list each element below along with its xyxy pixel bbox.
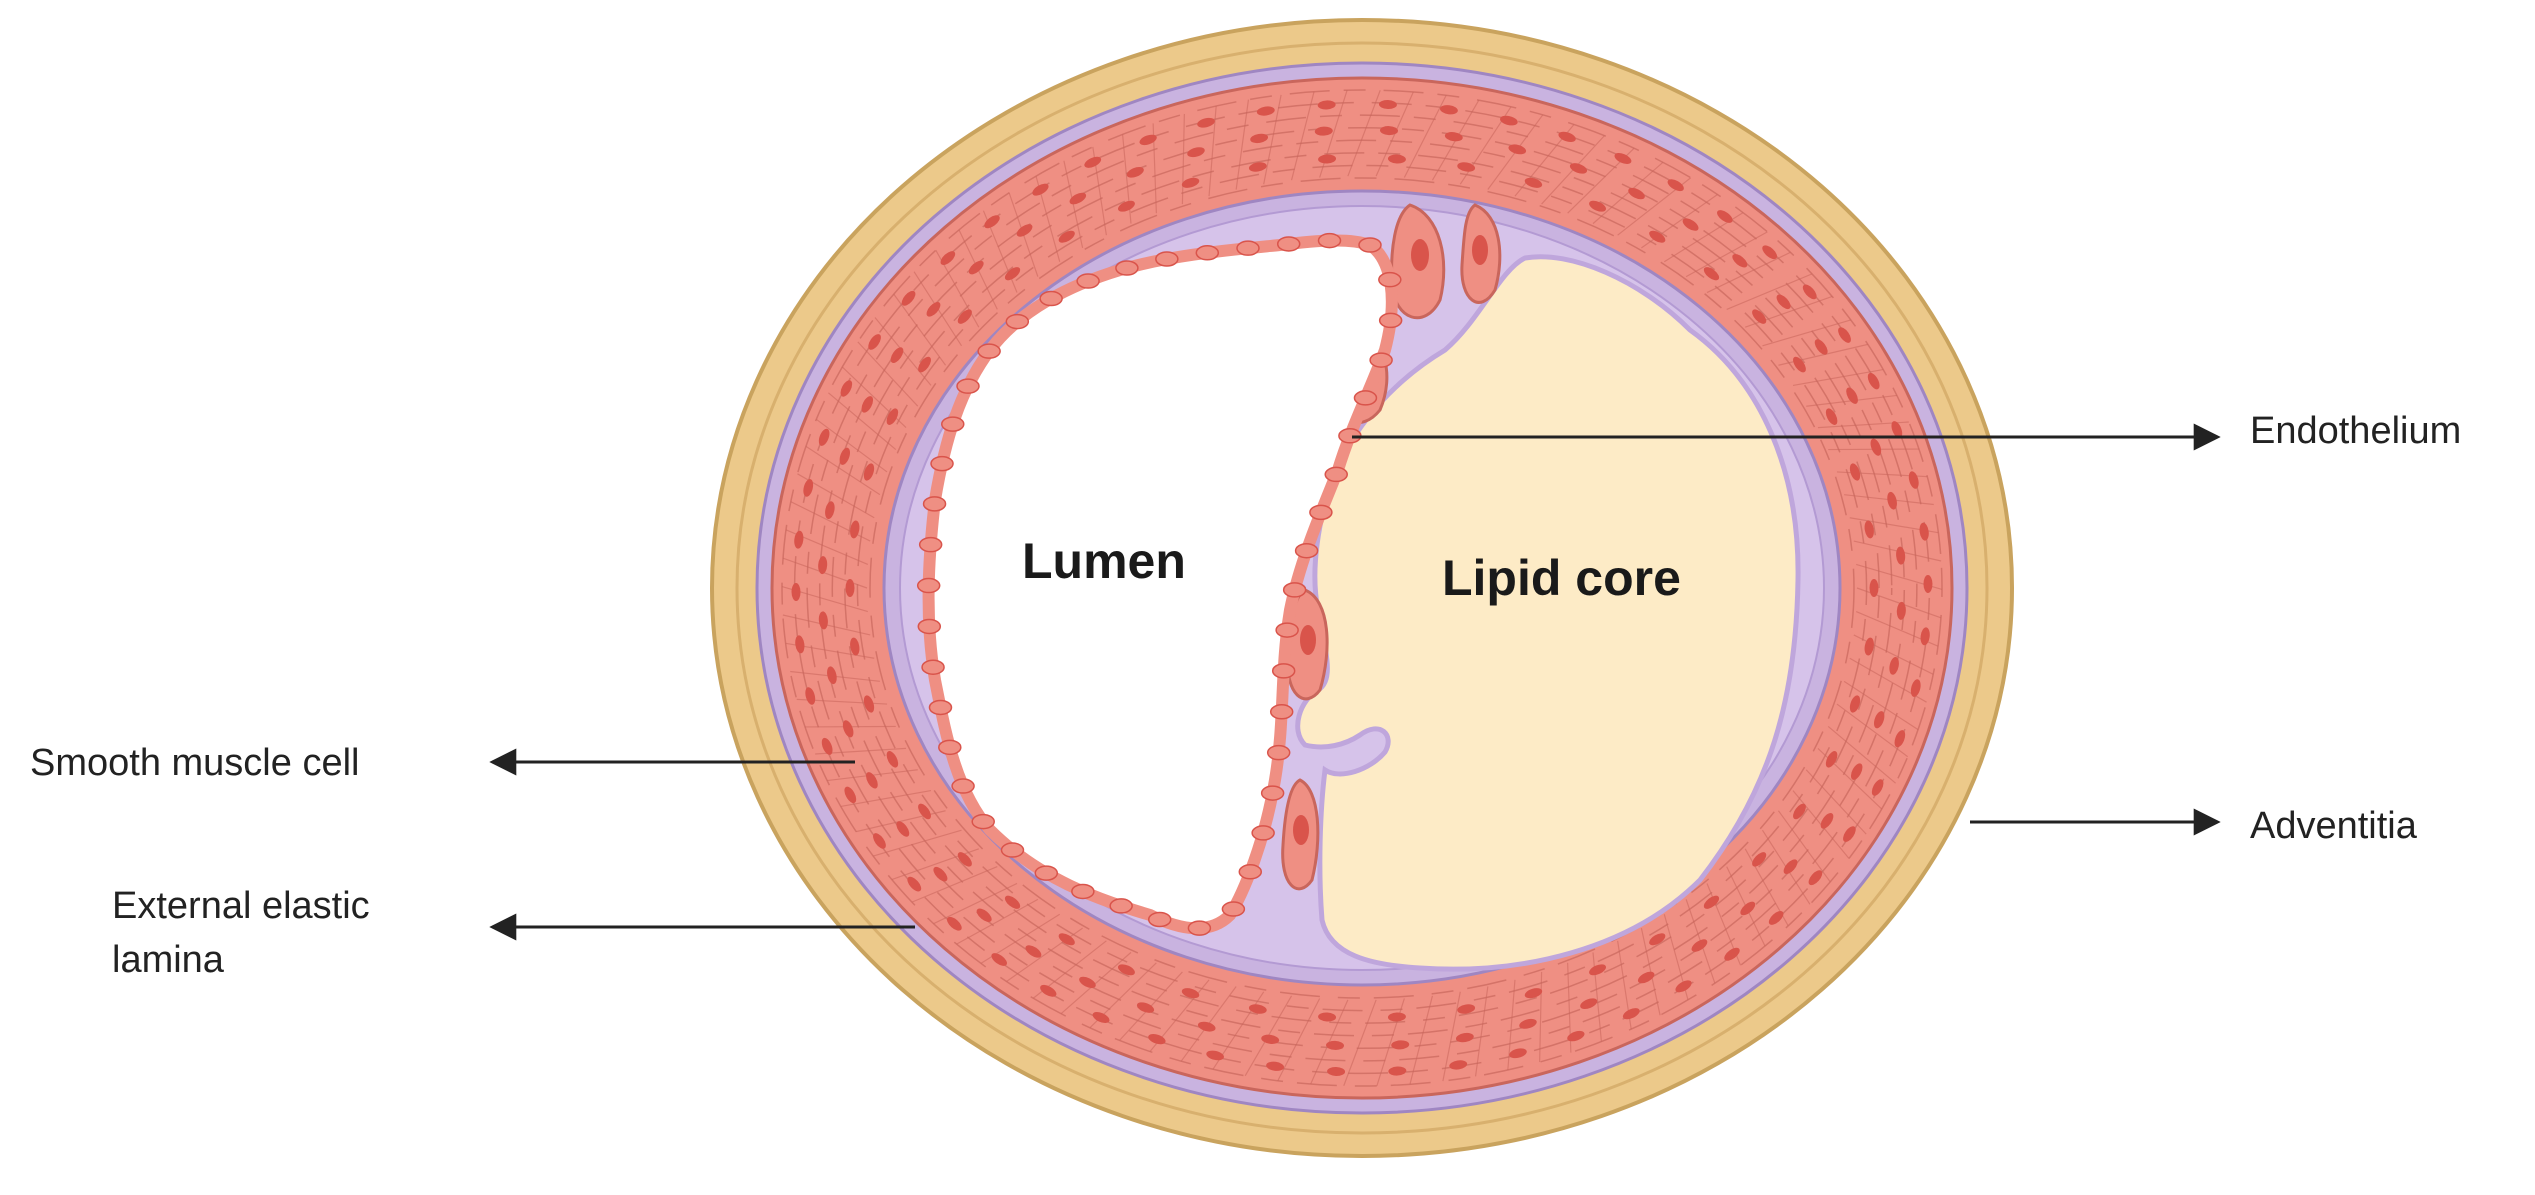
endothelial-cell (1310, 505, 1332, 519)
endothelial-cell (1072, 884, 1094, 898)
endothelial-cell (922, 660, 944, 674)
endothelial-cell (1296, 544, 1318, 558)
endothelial-cell (1149, 912, 1171, 926)
endothelial-cell (1188, 921, 1210, 935)
endothelial-cell (929, 700, 951, 714)
endothelial-cell (1040, 292, 1062, 306)
endothelial-cell (1379, 273, 1401, 287)
endothelial-cell (1354, 391, 1376, 405)
endothelial-cell (1006, 315, 1028, 329)
endothelial-cell (1273, 664, 1295, 678)
endothelial-cell (1156, 252, 1178, 266)
endothelial-cell (1110, 899, 1132, 913)
endothelial-cell (952, 779, 974, 793)
endothelial-cell (1252, 826, 1274, 840)
smooth-muscle-cell-label: Smooth muscle cell (30, 742, 359, 784)
endothelial-cell (931, 457, 953, 471)
endothelial-cell (1380, 313, 1402, 327)
endothelial-cell (1237, 241, 1259, 255)
endothelial-cell (924, 497, 946, 511)
endothelial-cell (920, 538, 942, 552)
endothelial-cell (957, 379, 979, 393)
endothelial-cell (1262, 786, 1284, 800)
endothelial-cell (1077, 274, 1099, 288)
endothelial-cell (1035, 866, 1057, 880)
endothelial-cell (1276, 623, 1298, 637)
smooth-muscle-nucleus (1870, 579, 1879, 597)
external-elastic-lamina-label-line2: lamina (112, 939, 225, 981)
adventitia-label: Adventitia (2250, 805, 2418, 847)
endothelial-cell (1222, 902, 1244, 916)
endothelial-cell (1116, 261, 1138, 275)
lipid-core-label: Lipid core (1442, 550, 1681, 606)
endothelial-cell (972, 815, 994, 829)
endothelial-cell (978, 344, 1000, 358)
endothelial-cell (1319, 234, 1341, 248)
endothelial-cell (918, 579, 940, 593)
endothelium-label: Endothelium (2250, 410, 2461, 452)
endothelial-cell (1001, 843, 1023, 857)
endothelial-cell (1196, 246, 1218, 260)
endothelial-cell (1325, 467, 1347, 481)
endothelial-cell (1284, 583, 1306, 597)
endothelial-cell (918, 619, 940, 633)
smooth-muscle-nucleus (846, 579, 855, 597)
endothelial-cell (1370, 353, 1392, 367)
lumen-label: Lumen (1022, 533, 1186, 589)
endothelial-cell (1278, 237, 1300, 251)
endothelial-cell (1359, 238, 1381, 252)
external-elastic-lamina-label-line1: External elastic (112, 885, 370, 927)
endothelial-cell (1239, 865, 1261, 879)
endothelial-cell (942, 417, 964, 431)
endothelial-cell (939, 740, 961, 754)
endothelial-cell (1268, 746, 1290, 760)
endothelial-cell (1271, 705, 1293, 719)
